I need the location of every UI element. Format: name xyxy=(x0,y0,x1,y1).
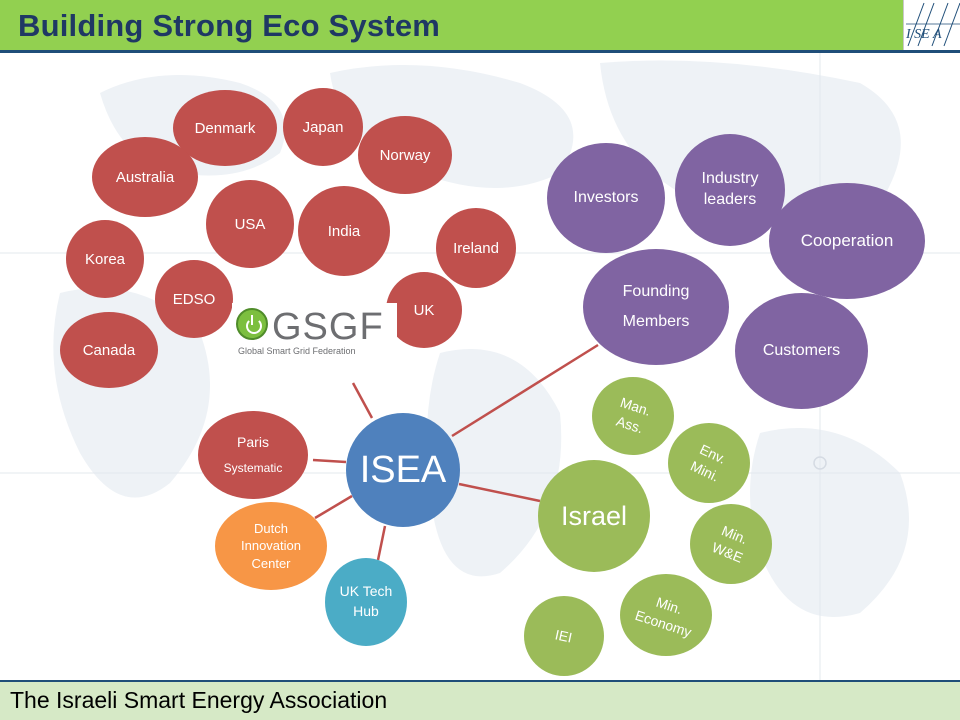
isea-logo-graphic: I SE A xyxy=(905,2,960,47)
node-iei-label: IEI xyxy=(554,625,575,646)
node-japan-label: Japan xyxy=(302,118,344,136)
connector-isea-israel xyxy=(458,482,541,503)
connector-isea-dutch xyxy=(314,494,353,520)
gsgf-name: GSGF xyxy=(272,306,384,348)
node-canada-label: Canada xyxy=(82,341,136,359)
node-japan: Japan xyxy=(283,88,363,166)
node-paris-line1: Paris xyxy=(237,433,269,450)
header-rule xyxy=(0,50,960,53)
node-usa: USA xyxy=(206,180,294,268)
node-investors-label: Investors xyxy=(573,189,639,206)
node-norway-label: Norway xyxy=(379,146,431,164)
connector-isea-gsgf xyxy=(351,382,374,419)
node-uk: UK xyxy=(386,272,462,348)
connector-isea-paris xyxy=(312,458,347,464)
connector-isea-uktech xyxy=(376,525,387,561)
node-isea-label: ISEA xyxy=(359,448,447,491)
node-israel-label: Israel xyxy=(560,500,628,531)
node-customers: Customers xyxy=(735,293,868,409)
node-industry-leaders: Industry leaders xyxy=(675,134,785,246)
node-customers-label: Customers xyxy=(762,342,841,359)
node-ireland-label: Ireland xyxy=(453,239,499,257)
node-korea: Korea xyxy=(66,220,144,298)
node-australia-label: Australia xyxy=(115,168,175,186)
node-india: India xyxy=(298,186,390,276)
node-denmark-label: Denmark xyxy=(194,119,256,137)
node-cooperation: Cooperation xyxy=(769,183,925,299)
node-uktech-line2: Hub xyxy=(353,603,379,619)
power-icon xyxy=(236,308,268,340)
node-israel: Israel xyxy=(538,460,650,572)
logo-text: I SE A xyxy=(905,27,942,42)
slide-title: Building Strong Eco System xyxy=(18,8,441,43)
node-min-economy: Min.Economy xyxy=(620,574,712,656)
node-australia: Australia xyxy=(92,137,198,217)
node-founding-line1: Founding xyxy=(622,282,690,300)
node-iei: IEI xyxy=(524,596,604,676)
footer-bar: The Israeli Smart Energy Association xyxy=(0,682,960,720)
node-canada: Canada xyxy=(60,312,158,388)
node-dutch-line2: Innovation xyxy=(241,538,301,554)
header-bar: Building Strong Eco System I SE A xyxy=(0,0,960,50)
node-industry-line2: leaders xyxy=(703,191,757,208)
node-denmark: Denmark xyxy=(173,90,277,166)
gsgf-subtitle: Global Smart Grid Federation xyxy=(238,346,356,356)
node-india-label: India xyxy=(327,222,361,240)
node-edso-label: EDSO xyxy=(172,290,216,308)
isea-logo: I SE A xyxy=(903,0,960,50)
node-korea-label: Korea xyxy=(84,250,126,268)
connector-isea-founding xyxy=(451,343,599,438)
node-usa-label: USA xyxy=(234,215,266,233)
node-norway: Norway xyxy=(358,116,452,194)
node-uk-label: UK xyxy=(413,301,435,319)
node-founding-line2: Members xyxy=(622,313,690,330)
node-ireland: Ireland xyxy=(436,208,516,288)
footer-text: The Israeli Smart Energy Association xyxy=(10,687,388,713)
node-investors: Investors xyxy=(547,143,665,253)
node-edso: EDSO xyxy=(155,260,233,338)
node-dutch-line1: Dutch xyxy=(254,520,288,536)
node-manufacturers-association: Man.Ass. xyxy=(592,377,674,455)
node-paris-line2: Systematic xyxy=(223,461,283,475)
node-env-ministry: Env.Mini. xyxy=(668,423,750,503)
node-min-water-energy: Min.W&E xyxy=(690,504,772,584)
node-cooperation-label: Cooperation xyxy=(800,231,894,250)
node-uktech-line1: UK Tech xyxy=(339,583,393,600)
gsgf-logo: GSGF Global Smart Grid Federation xyxy=(232,303,397,363)
footer-rule xyxy=(0,680,960,682)
node-isea-hub: ISEA xyxy=(346,413,460,527)
node-industry-line1: Industry xyxy=(701,170,759,188)
node-dutch-line3: Center xyxy=(251,555,291,571)
